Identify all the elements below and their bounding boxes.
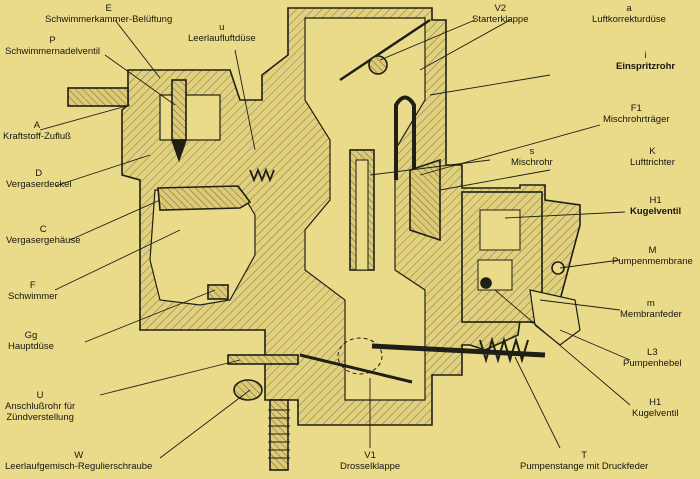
label-text: Luftkorrekturdüse [592, 14, 666, 25]
label-Gg: Gg Hauptdüse [8, 330, 54, 352]
label-key: A [33, 120, 41, 131]
label-key: m [646, 298, 655, 309]
label-W: W Leerlaufgemisch-Regulierschraube [5, 450, 152, 472]
label-M: M Pumpenmembrane [612, 245, 693, 267]
label-key: D [35, 168, 43, 179]
label-F1: F1 Mischrohrträger [603, 103, 670, 125]
label-text: Pumpenhebel [623, 358, 682, 369]
label-key: Gg [24, 330, 38, 341]
leader-lines [39, 19, 631, 459]
label-key: s [529, 146, 535, 157]
label-K: K Lufttrichter [630, 146, 675, 168]
cover-chamber [159, 94, 221, 141]
label-E: E Schwimmerkammer-Belüftung [45, 3, 172, 25]
label-text: Hauptdüse [8, 341, 54, 352]
choke-flap [339, 18, 431, 82]
venturi [409, 158, 441, 242]
label-key: P [49, 35, 56, 46]
label-key: K [649, 146, 656, 157]
label-text: Vergaserdeckel [6, 179, 72, 190]
fuel-inlet-pipe [67, 87, 129, 107]
label-P: P Schwimmernadelventil [5, 35, 100, 57]
injection-tube [394, 95, 416, 180]
label-D: D Vergaserdeckel [6, 168, 71, 190]
label-text: Lufttrichter [630, 157, 675, 168]
label-text: Mischrohrträger [603, 114, 670, 125]
label-text: Einspritzrohr [616, 61, 676, 72]
label-u: u Leerlaufluftdüse [188, 22, 256, 44]
label-text: Schwimmerkammer-Belüftung [45, 14, 173, 25]
float [157, 185, 252, 211]
label-text: Leerlaufluftdüse [188, 33, 256, 44]
ball-valve [480, 277, 492, 289]
throttle-plate [299, 353, 413, 384]
label-key: U [36, 390, 44, 401]
label-text: Anschlußrohr für [5, 401, 76, 412]
label-key: u [219, 22, 225, 33]
label-m: m Membranfeder [620, 298, 682, 320]
label-text: Starterklappe [472, 14, 529, 25]
label-key: H1 [649, 397, 662, 408]
label-key: C [39, 224, 47, 235]
label-text: Schwimmernadelventil [5, 46, 101, 57]
label-i: i Einspritzrohr [616, 50, 675, 72]
pump-lever [529, 289, 581, 346]
label-H1-bottom: H1 Kugelventil [632, 397, 678, 419]
label-T: T Pumpenstange mit Druckfeder [520, 450, 648, 472]
carburetor-body [67, 7, 581, 471]
label-text: Pumpenstange mit Druckfeder [520, 461, 649, 472]
label-V2: V2 Starterklappe [472, 3, 529, 25]
label-V1: V1 Drosselklappe [340, 450, 400, 472]
label-key: H1 [649, 195, 662, 206]
label-H1-top: H1 Kugelventil [630, 195, 681, 217]
label-key: i [644, 50, 647, 61]
label-text: Mischrohr [511, 157, 553, 168]
label-key: V1 [364, 450, 376, 461]
label-key: F [29, 280, 36, 291]
label-text: Kugelventil [632, 408, 679, 419]
label-key: L3 [647, 347, 658, 358]
label-text: Pumpenmembrane [612, 256, 693, 267]
label-text: Kraftstoff-Zufluß [3, 131, 71, 142]
label-C: C Vergasergehäuse [6, 224, 80, 246]
label-key: T [581, 450, 588, 461]
label-key: F1 [630, 103, 642, 114]
label-text: Membranfeder [620, 309, 682, 320]
label-F: F Schwimmer [8, 280, 58, 302]
label-s: s Mischrohr [511, 146, 553, 168]
label-key: W [74, 450, 84, 461]
label-key: E [105, 3, 112, 14]
vacuum-pipe [227, 354, 299, 365]
label-text-line2: Zündverstellung [6, 412, 74, 423]
label-text: Vergasergehäuse [6, 235, 81, 246]
label-a: a Luftkorrekturdüse [592, 3, 666, 25]
label-L3: L3 Pumpenhebel [623, 347, 682, 369]
label-text: Schwimmer [8, 291, 58, 302]
label-text: Leerlaufgemisch-Regulierschraube [5, 461, 153, 472]
label-text: Drosselklappe [340, 461, 401, 472]
label-A: A Kraftstoff-Zufluß [3, 120, 71, 142]
label-key: a [626, 3, 632, 14]
label-key: V2 [494, 3, 507, 14]
main-jet [207, 284, 229, 300]
pump-housing [461, 191, 543, 323]
label-text: Kugelventil [630, 206, 682, 217]
label-key: M [648, 245, 657, 256]
needle-valve [171, 79, 187, 141]
label-U: U Anschlußrohr für Zündverstellung [5, 390, 75, 423]
